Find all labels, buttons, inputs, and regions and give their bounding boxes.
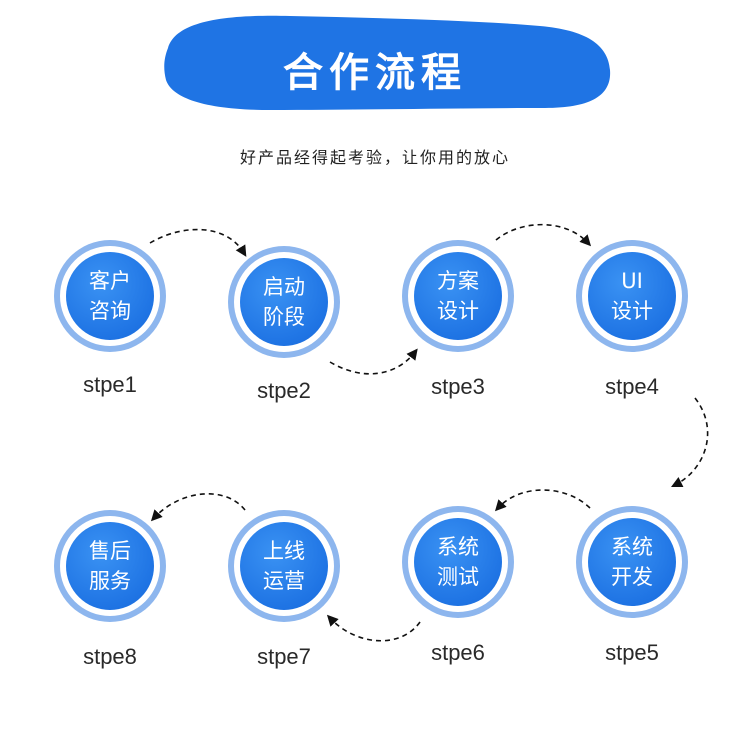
step-5-line2: 开发 bbox=[611, 565, 653, 589]
banner-shape bbox=[164, 15, 611, 110]
step-4-label: stpe4 bbox=[605, 374, 659, 399]
page-title: 合作流程 bbox=[283, 50, 467, 96]
connector-3-4 bbox=[495, 223, 592, 247]
step-7-line2: 运营 bbox=[263, 569, 305, 593]
step-5-line1: 系统 bbox=[611, 535, 653, 559]
step-4-line2: 设计 bbox=[611, 299, 653, 323]
step-1-line2: 咨询 bbox=[89, 299, 131, 323]
step-4-node: UI 设计 bbox=[576, 240, 688, 352]
step-1-node: 客户 咨询 bbox=[54, 240, 166, 352]
step-2-node: 启动 阶段 bbox=[228, 246, 340, 358]
step-2-line1: 启动 bbox=[263, 275, 305, 299]
step-7-node: 上线 运营 bbox=[228, 510, 340, 622]
step-7-line1: 上线 bbox=[263, 539, 305, 563]
connector-5-6 bbox=[494, 489, 591, 512]
connector-4-5 bbox=[670, 397, 709, 488]
step-3-line2: 设计 bbox=[437, 299, 479, 323]
step-3-label: stpe3 bbox=[431, 374, 485, 399]
connector-7-8 bbox=[150, 493, 246, 522]
step-6-node: 系统 测试 bbox=[402, 506, 514, 618]
step-5-label: stpe5 bbox=[605, 640, 659, 665]
step-2-label: stpe2 bbox=[257, 378, 311, 403]
connector-6-7 bbox=[326, 614, 421, 642]
step-3-line1: 方案 bbox=[437, 269, 479, 293]
header-banner bbox=[164, 15, 611, 110]
step-8-label: stpe8 bbox=[83, 644, 137, 669]
step-8-line1: 售后 bbox=[89, 539, 131, 563]
step-2-line2: 阶段 bbox=[263, 305, 305, 329]
step-6-line2: 测试 bbox=[437, 565, 479, 589]
connector-2-3 bbox=[329, 348, 418, 375]
connector-1-2 bbox=[149, 228, 247, 257]
step-3-node: 方案 设计 bbox=[402, 240, 514, 352]
step-7-label: stpe7 bbox=[257, 644, 311, 669]
step-8-line2: 服务 bbox=[89, 569, 131, 593]
step-1-line1: 客户 bbox=[89, 269, 131, 293]
step-1-label: stpe1 bbox=[83, 372, 137, 397]
step-4-line1: UI bbox=[621, 269, 643, 293]
page-subtitle: 好产品经得起考验，让你用的放心 bbox=[239, 148, 510, 167]
step-5-node: 系统 开发 bbox=[576, 506, 688, 618]
step-6-label: stpe6 bbox=[431, 640, 485, 665]
step-6-line1: 系统 bbox=[437, 535, 479, 559]
step-8-node: 售后 服务 bbox=[54, 510, 166, 622]
